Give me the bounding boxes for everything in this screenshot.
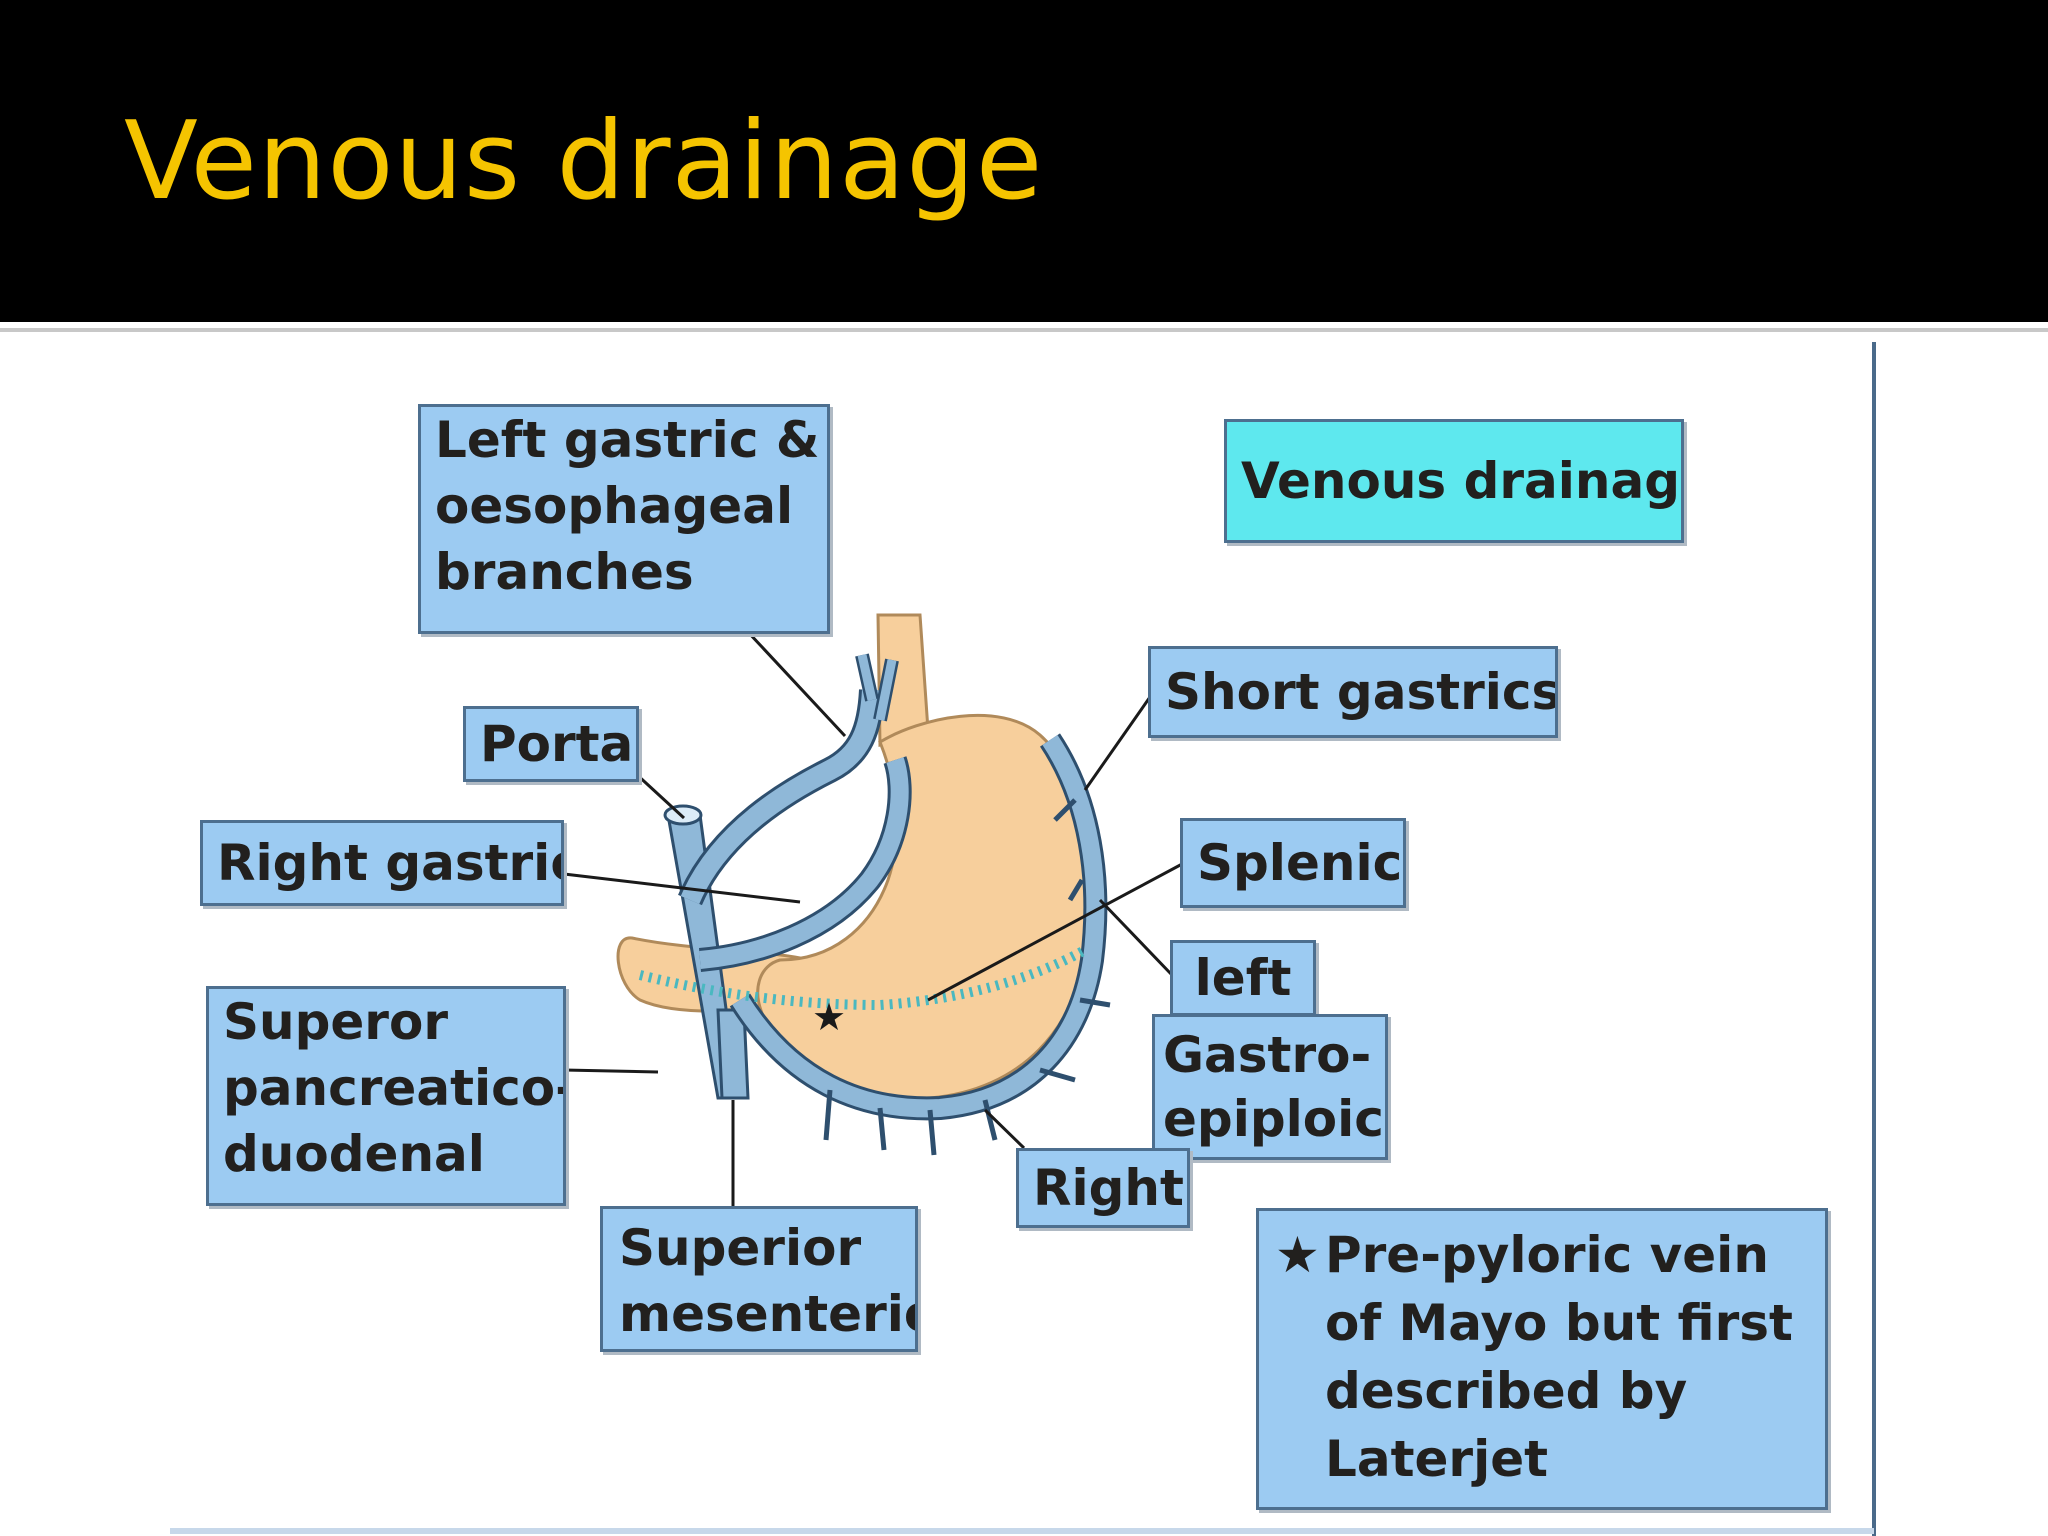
left-gastric-vein bbox=[678, 653, 899, 906]
note-pre-pyloric-vein: ★Pre-pyloric vein of Mayo but first desc… bbox=[1256, 1208, 1828, 1510]
star-icon: ★ bbox=[1275, 1226, 1320, 1284]
label-left-gastric-oesophageal: Left gastric & oesophageal branches bbox=[418, 404, 830, 634]
label-right: Right bbox=[1016, 1148, 1190, 1228]
pre-pyloric-dotted-vein bbox=[638, 945, 1088, 1011]
slide-title: Venous drainage bbox=[124, 99, 1044, 224]
label-right-gastric: Right gastric bbox=[200, 820, 564, 906]
diagram-heading-box: Venous drainage bbox=[1224, 419, 1684, 543]
right-gastric-vein bbox=[698, 756, 912, 972]
label-short-gastrics: Short gastrics bbox=[1148, 646, 1558, 738]
header-rule bbox=[0, 328, 2048, 332]
label-gastro-epiploics: Gastro- epiploics bbox=[1152, 1014, 1388, 1160]
label-superior-pancreaticoduodenal: Superor pancreatico- duodenal bbox=[206, 986, 566, 1206]
pre-pyloric-star: ★ bbox=[812, 995, 846, 1039]
label-portal: Portal bbox=[463, 706, 639, 782]
gastro-epiploic-arc bbox=[729, 733, 1108, 1121]
label-left: left bbox=[1170, 940, 1316, 1016]
leader-lines bbox=[563, 630, 1185, 1210]
label-splenic: Splenic bbox=[1180, 818, 1406, 908]
slide-header: Venous drainage bbox=[0, 0, 2048, 322]
label-superior-mesenteric: Superior mesenteric bbox=[600, 1206, 918, 1352]
epiploic-branches bbox=[823, 798, 1111, 1156]
